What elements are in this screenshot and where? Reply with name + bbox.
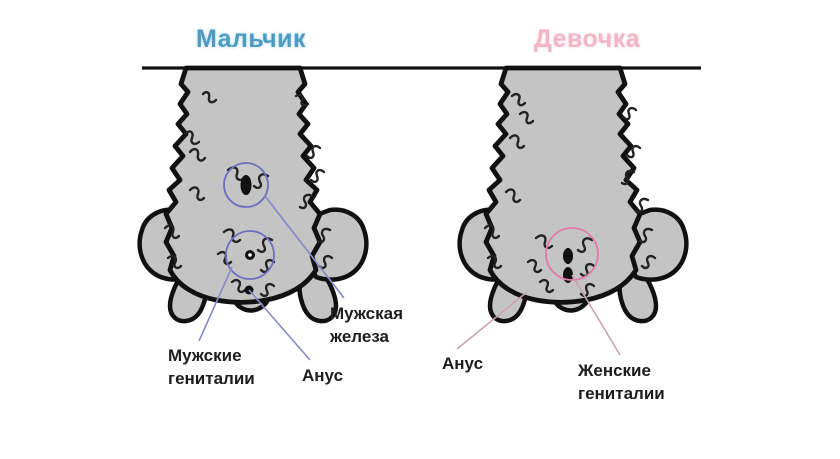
male-fur-marks [163,90,334,298]
leader-male-anus [248,289,311,361]
title-male: Мальчик [196,25,306,53]
label-male-genitals: Мужские гениталии [168,345,255,391]
label-female-genitals-line1: Женские [578,361,651,380]
label-female-genitals-line2: гениталии [578,383,665,403]
label-male-genitals-line1: Мужские [168,346,242,365]
label-male-genitals-line2: гениталии [168,368,255,388]
label-male-gland: Мужская железа [330,303,403,349]
male-figure [137,65,369,361]
female-anus-opening [563,248,573,264]
label-male-gland-line1: Мужская [330,304,403,323]
leader-female-anus [456,291,528,350]
female-circle-marker [545,227,599,281]
leader-female-genitals [571,274,621,356]
title-female: Девочка [534,25,641,53]
leader-male-genitals [198,266,233,342]
female-right-haunch [623,207,689,282]
female-fur-marks [483,92,657,298]
label-female-genitals: Женские гениталии [578,360,665,406]
male-right-haunch [303,207,369,282]
male-anus-circle-marker [223,162,269,208]
male-genital-circle-marker [225,230,275,280]
label-female-anus: Анус [442,354,484,373]
label-male-gland-line2: железа [330,326,389,346]
male-genital-opening-highlight [248,253,252,257]
label-male-anus: Анус [302,366,344,385]
female-figure [456,65,689,356]
male-anus-opening [240,175,252,195]
leader-male-gland [264,195,345,299]
female-body [483,65,643,305]
